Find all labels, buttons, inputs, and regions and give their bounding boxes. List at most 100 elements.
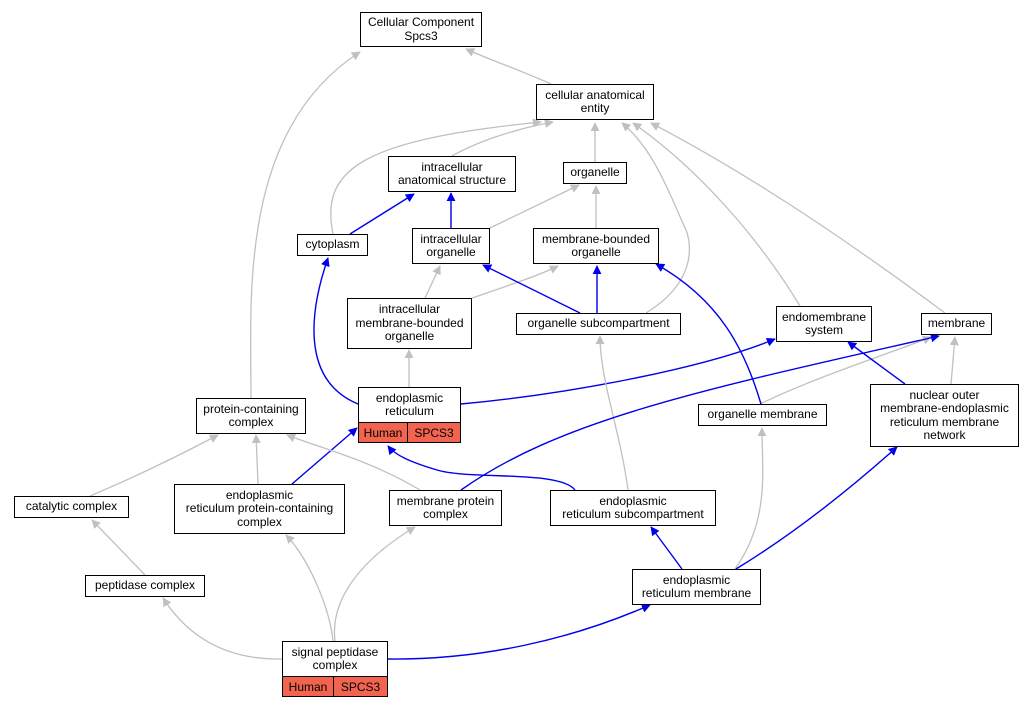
node-label-line: intracellular bbox=[378, 302, 441, 317]
edge-part-of-er-to-ems bbox=[460, 337, 776, 405]
node-label-line: intracellular bbox=[421, 159, 483, 174]
node-org[interactable]: organelle bbox=[563, 162, 627, 184]
node-cyt[interactable]: cytoplasm bbox=[297, 234, 368, 256]
edge-is-a-erm-to-om bbox=[734, 427, 767, 570]
node-label-line: reticulum subcompartment bbox=[562, 507, 704, 521]
node-label-line: complex bbox=[228, 415, 274, 429]
species-tag[interactable]: Human bbox=[282, 676, 334, 697]
edge-part-of-spc-to-erm bbox=[387, 604, 651, 660]
node-label-line: membrane-endoplasmic bbox=[880, 401, 1009, 415]
node-label-line: catalytic complex bbox=[25, 499, 118, 514]
node-label-line: anatomical structure bbox=[397, 173, 507, 187]
node-label-line: endoplasmic bbox=[375, 390, 444, 405]
species-tag[interactable]: Human bbox=[358, 422, 408, 443]
node-cat[interactable]: catalytic complex bbox=[14, 496, 129, 518]
node-label-line: membrane bbox=[927, 316, 986, 331]
node-label-line: protein-containing bbox=[203, 401, 299, 416]
node-label-line: network bbox=[923, 428, 966, 442]
node-osc[interactable]: organelle subcompartment bbox=[516, 313, 681, 335]
edge-part-of-nom-to-ems bbox=[847, 341, 906, 385]
node-label-line: organelle bbox=[384, 329, 435, 344]
node-label-line: entity bbox=[580, 101, 610, 115]
edge-part-of-om-to-mbo bbox=[655, 263, 762, 405]
node-label-line: Spcs3 bbox=[404, 28, 438, 43]
edge-is-a-mpc-to-pcc bbox=[286, 433, 421, 491]
node-label-line: organelle bbox=[426, 245, 476, 259]
node-label-line: membrane-bounded bbox=[541, 231, 651, 246]
node-label-line: organelle bbox=[570, 165, 620, 180]
edge-is-a-ems-to-cae bbox=[632, 122, 801, 307]
node-label-line: endoplasmic bbox=[599, 493, 667, 508]
edge-is-a-ias-to-cae bbox=[451, 119, 554, 157]
gene-tag[interactable]: SPCS3 bbox=[333, 676, 388, 697]
node-label-line: intracellular bbox=[420, 231, 482, 246]
node-om[interactable]: organelle membrane bbox=[698, 404, 827, 426]
edge-is-a-cae-to-cc bbox=[465, 48, 552, 85]
edge-part-of-osc-to-io bbox=[482, 264, 581, 314]
edge-is-a-spc-to-erpcc bbox=[285, 534, 334, 642]
edge-is-a-imbo-to-io bbox=[424, 265, 441, 299]
edge-part-of-ersc-to-er bbox=[387, 445, 576, 491]
edge-is-a-ersc-to-osc bbox=[595, 335, 629, 491]
node-label-line: complex bbox=[237, 514, 282, 529]
node-label-line: membrane-bounded bbox=[355, 315, 464, 330]
node-label-line: nuclear outer bbox=[909, 387, 980, 402]
node-pep[interactable]: peptidase complex bbox=[85, 575, 205, 597]
gene-tag[interactable]: SPCS3 bbox=[407, 422, 461, 443]
node-label-line: signal peptidase bbox=[291, 644, 379, 659]
node-label-line: organelle subcompartment bbox=[527, 316, 670, 331]
edge-part-of-mpc-to-mem bbox=[460, 333, 940, 491]
edge-part-of-cyt-to-ias bbox=[349, 193, 415, 235]
edge-part-of-erm-to-nom bbox=[735, 446, 898, 570]
edge-part-of-er-to-cyt bbox=[313, 257, 359, 405]
edge-is-a-erpcc-to-pcc bbox=[251, 434, 261, 485]
node-label-line: reticulum membrane bbox=[641, 586, 752, 600]
edge-is-a-io-to-org bbox=[489, 184, 580, 229]
node-label-line: endoplasmic bbox=[225, 487, 294, 502]
node-label-line: Cellular Component bbox=[367, 15, 475, 29]
edge-is-a-imbo-to-mbo bbox=[471, 265, 559, 299]
edge-is-a-spc-to-pep bbox=[162, 597, 283, 660]
node-label-line: endomembrane bbox=[781, 309, 867, 324]
edge-part-of-erm-to-ersc bbox=[650, 526, 683, 570]
node-label-line: cellular anatomical bbox=[545, 87, 645, 102]
node-label-line: organelle bbox=[571, 245, 621, 259]
edge-is-a-osc-to-cae bbox=[621, 122, 691, 314]
edge-is-a-cyt-to-cae bbox=[330, 118, 542, 235]
node-label-line: reticulum protein-containing bbox=[185, 501, 334, 516]
edge-is-a-pep-to-cat bbox=[91, 519, 146, 576]
node-label-line: reticulum membrane bbox=[889, 414, 1000, 429]
node-mem[interactable]: membrane bbox=[921, 313, 992, 335]
node-label-line: reticulum bbox=[385, 404, 434, 418]
edge-is-a-cat-to-pcc bbox=[89, 434, 219, 497]
node-label-line: peptidase complex bbox=[94, 578, 196, 593]
edge-is-a-mem-to-cae bbox=[650, 122, 946, 314]
node-label-line: organelle membrane bbox=[707, 407, 818, 422]
node-label-line: endoplasmic bbox=[662, 572, 731, 587]
node-label-line: membrane protein bbox=[396, 493, 495, 508]
edge-is-a-spc-to-mpc bbox=[333, 526, 416, 642]
node-label-line: cytoplasm bbox=[305, 237, 360, 252]
node-label-line: complex bbox=[312, 658, 358, 672]
edge-is-a-pcc-to-cc bbox=[249, 51, 361, 399]
node-label-line: complex bbox=[423, 507, 468, 521]
edge-is-a-nom-to-mem bbox=[949, 336, 959, 385]
